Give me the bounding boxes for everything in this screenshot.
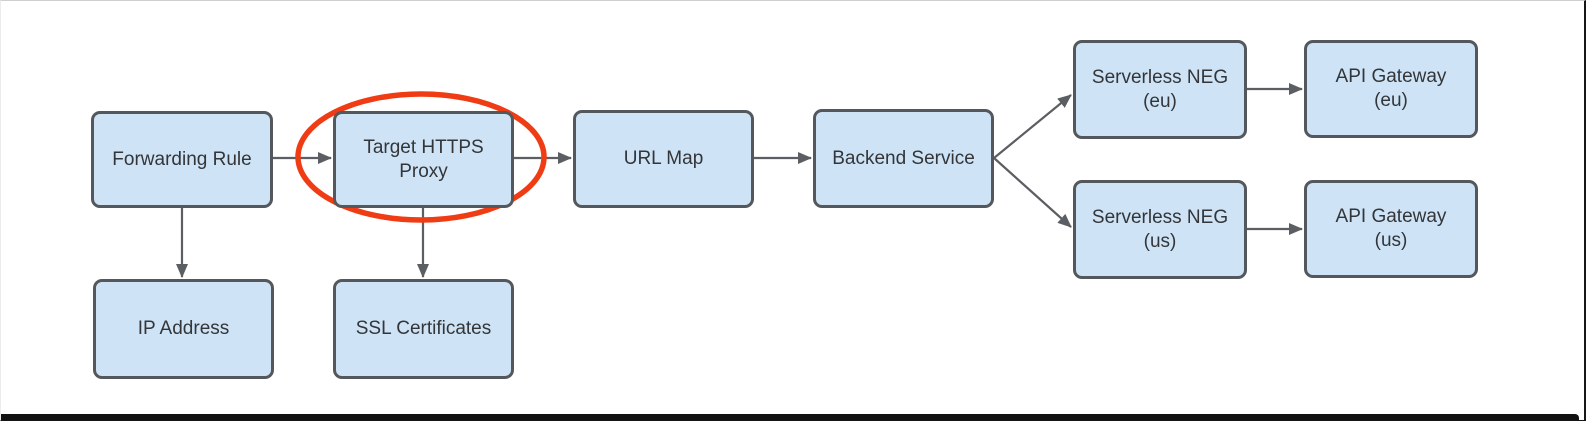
node-target-https-proxy-label: Target HTTPS Proxy bbox=[363, 136, 484, 182]
node-api-gateway-us: API Gateway (us) bbox=[1304, 180, 1478, 278]
node-api-gateway-eu-label: API Gateway (eu) bbox=[1335, 66, 1447, 111]
node-forwarding-rule-label: Forwarding Rule bbox=[112, 148, 252, 170]
node-serverless-neg-eu: Serverless NEG (eu) bbox=[1073, 40, 1247, 139]
node-backend-service: Backend Service bbox=[813, 109, 994, 208]
arrow-backend-service-to-serverless-neg-eu bbox=[993, 94, 1072, 159]
node-serverless-neg-us: Serverless NEG (us) bbox=[1073, 180, 1247, 279]
node-ip-address: IP Address bbox=[93, 279, 274, 379]
node-ssl-certificates: SSL Certificates bbox=[333, 279, 514, 379]
node-url-map: URL Map bbox=[573, 110, 754, 208]
node-ip-address-label: IP Address bbox=[137, 318, 230, 339]
node-api-gateway-eu: API Gateway (eu) bbox=[1304, 40, 1478, 138]
node-url-map-label: URL Map bbox=[623, 148, 704, 169]
node-serverless-neg-eu-label: Serverless NEG (eu) bbox=[1091, 66, 1229, 112]
node-serverless-neg-us-label: Serverless NEG (us) bbox=[1091, 206, 1229, 252]
node-target-https-proxy: Target HTTPS Proxy bbox=[333, 111, 514, 208]
node-forwarding-rule: Forwarding Rule bbox=[91, 111, 273, 208]
bottom-horizontal-rule bbox=[1, 414, 1579, 420]
node-api-gateway-us-label: API Gateway (us) bbox=[1335, 206, 1447, 251]
arrow-backend-service-to-serverless-neg-us bbox=[993, 157, 1072, 228]
node-ssl-certificates-label: SSL Certificates bbox=[355, 318, 492, 339]
node-backend-service-label: Backend Service bbox=[832, 147, 975, 169]
